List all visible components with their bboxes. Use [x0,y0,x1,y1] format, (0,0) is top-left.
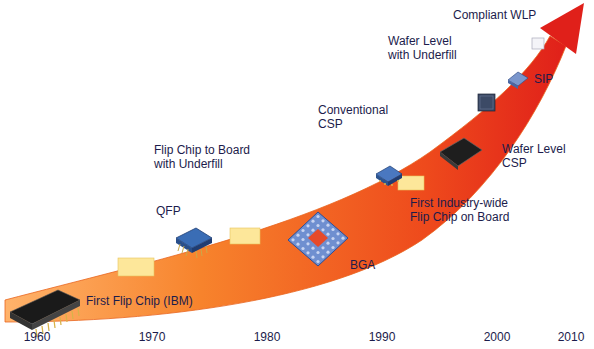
bga-ball [311,220,314,223]
bga-icon [288,212,348,266]
bga-ball [341,237,344,240]
bga-ball [336,232,339,235]
flip-chip-icon [376,166,402,186]
bga-ball [321,219,324,222]
bga-ball [326,224,329,227]
stage-label: First Flip Chip (IBM) [86,294,236,308]
axis-year: 1960 [24,330,51,344]
stage-label: Conventional CSP [318,103,398,131]
bga-ball [326,242,329,245]
bga-ball [306,224,309,227]
bga-ball [331,246,334,249]
stage-label: Wafer Level with Underfill [388,34,470,62]
bga-ball [301,247,304,250]
qfp-icon [176,228,212,258]
bga-ball [316,251,319,254]
bga-ball [331,228,334,231]
bga-ball [316,215,319,218]
era-marker [118,258,154,276]
stage-label: BGA [350,258,390,272]
compliant-wlp-icon [532,38,544,49]
era-marker [230,228,260,244]
bga-ball [306,233,309,236]
bga-ball [311,256,314,259]
era-marker [398,176,424,190]
bga-ball [306,242,309,245]
axis-year: 2010 [558,330,585,344]
bga-ball [296,234,299,237]
bga-ball [326,233,329,236]
stage-label: QFP [156,204,196,218]
bga-ball [311,247,314,250]
wafer-underfill-icon [478,94,495,111]
ibm-chip-icon [10,290,80,337]
stage-label: First Industry-wide Flip Chip on Board [410,196,526,224]
stage-label: Flip Chip to Board with Underfill [154,143,264,171]
axis-year: 1980 [254,330,281,344]
bga-ball [301,238,304,241]
arrow-head [540,3,584,54]
bga-ball [296,243,299,246]
stage-label: Wafer Level CSP [502,142,590,170]
axis-year: 1990 [369,330,396,344]
bga-ball [306,251,309,254]
bga-ball [336,241,339,244]
bga-ball [321,255,324,258]
axis-year: 1970 [139,330,166,344]
axis-year: 2000 [484,330,511,344]
stage-label: SIP [534,72,574,86]
bga-ball [321,228,324,231]
bga-ball [316,260,319,263]
timeline-swoosh [5,36,566,322]
bga-ball [326,251,329,254]
bga-ball [321,246,324,249]
bga-ball [291,238,294,241]
bga-ball [331,237,334,240]
stage-label: Compliant WLP [453,8,563,22]
wafer-csp-icon [440,138,482,170]
sip-icon [508,72,528,89]
bga-ball [311,229,314,232]
bga-ball [316,224,319,227]
bga-ball [301,229,304,232]
